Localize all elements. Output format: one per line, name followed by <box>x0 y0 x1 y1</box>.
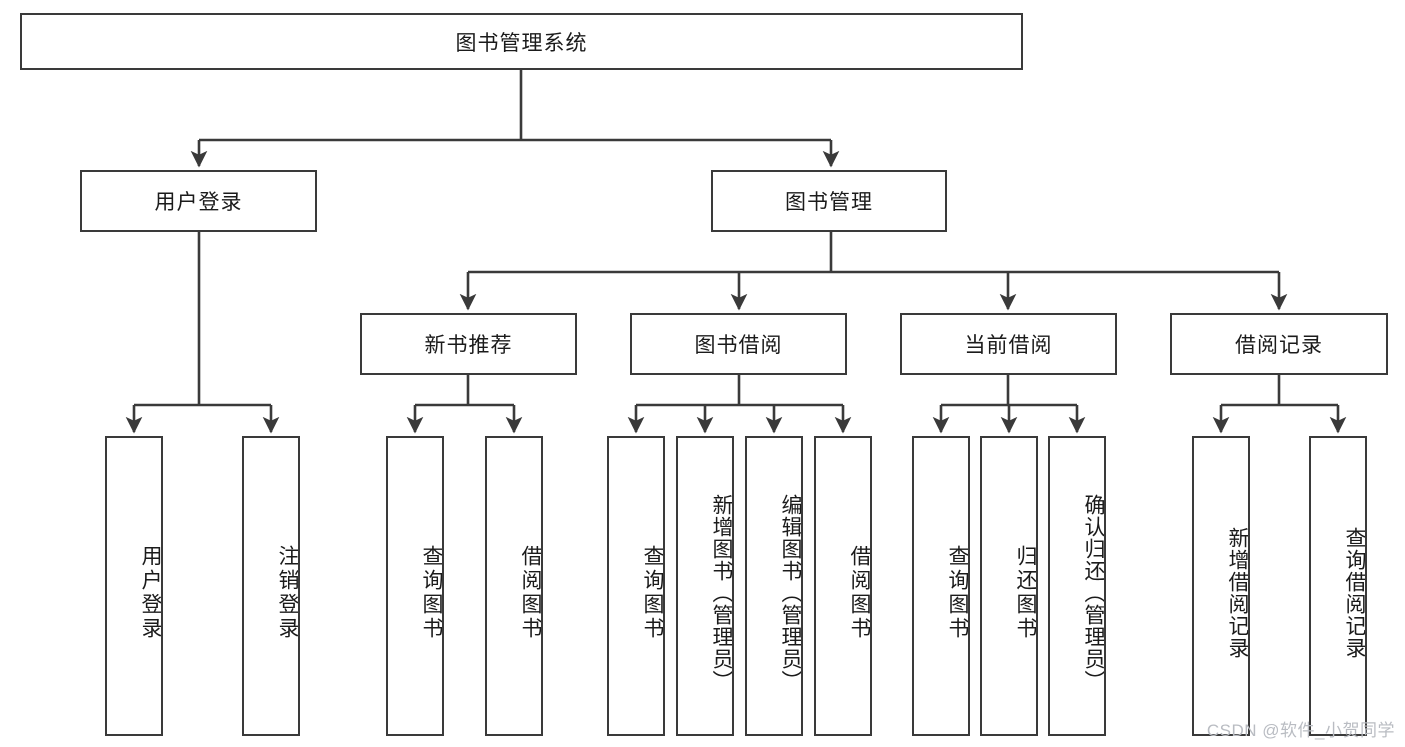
node-book-borrow[interactable]: 图书借阅 <box>630 313 847 375</box>
leaf-user-login-logout[interactable]: 注销登录 <box>242 436 300 736</box>
leaf-label: 归还图书 <box>1014 545 1037 641</box>
leaf-label: 新增图书（管理员） <box>710 494 733 692</box>
leaf-book-borrow-borrow-book[interactable]: 借阅图书 <box>814 436 872 736</box>
node-root-book-management-system[interactable]: 图书管理系统 <box>20 13 1023 70</box>
node-borrow-record[interactable]: 借阅记录 <box>1170 313 1388 375</box>
leaf-label: 编辑图书（管理员） <box>779 494 802 692</box>
node-book-borrow-label: 图书借阅 <box>694 334 783 357</box>
leaf-borrow-record-add-record[interactable]: 新增借阅记录 <box>1192 436 1250 736</box>
leaf-label: 查询图书 <box>420 545 443 641</box>
leaf-user-login-login[interactable]: 用户登录 <box>105 436 163 736</box>
leaf-label: 查询图书 <box>946 545 969 641</box>
leaf-label: 借阅图书 <box>848 545 871 641</box>
node-user-login-label: 用户登录 <box>154 191 243 214</box>
leaf-label: 查询图书 <box>641 545 664 641</box>
leaf-borrow-record-query-record[interactable]: 查询借阅记录 <box>1309 436 1367 736</box>
leaf-label: 查询借阅记录 <box>1343 527 1366 659</box>
node-root-label: 图书管理系统 <box>455 31 588 55</box>
leaf-current-borrow-return-book[interactable]: 归还图书 <box>980 436 1038 736</box>
leaf-book-borrow-edit-book-admin[interactable]: 编辑图书（管理员） <box>745 436 803 736</box>
node-current-borrow-label: 当前借阅 <box>964 334 1053 357</box>
leaf-label: 注销登录 <box>276 545 299 641</box>
leaf-current-borrow-confirm-return-admin[interactable]: 确认归还（管理员） <box>1048 436 1106 736</box>
node-borrow-record-label: 借阅记录 <box>1235 334 1323 357</box>
node-new-book-recommend[interactable]: 新书推荐 <box>360 313 577 375</box>
node-book-management[interactable]: 图书管理 <box>711 170 947 232</box>
leaf-new-book-borrow-book[interactable]: 借阅图书 <box>485 436 543 736</box>
leaf-current-borrow-query-book[interactable]: 查询图书 <box>912 436 970 736</box>
leaf-label: 确认归还（管理员） <box>1082 494 1105 692</box>
leaf-label: 用户登录 <box>139 545 162 641</box>
leaf-book-borrow-add-book-admin[interactable]: 新增图书（管理员） <box>676 436 734 736</box>
leaf-book-borrow-query-book[interactable]: 查询图书 <box>607 436 665 736</box>
node-current-borrow[interactable]: 当前借阅 <box>900 313 1117 375</box>
leaf-label: 借阅图书 <box>519 545 542 641</box>
watermark-text: CSDN @软件_小贺同学 <box>1206 721 1395 740</box>
node-new-book-recommend-label: 新书推荐 <box>424 334 513 357</box>
node-user-login[interactable]: 用户登录 <box>80 170 317 232</box>
leaf-label: 新增借阅记录 <box>1226 527 1249 659</box>
node-book-management-label: 图书管理 <box>785 191 873 214</box>
leaf-new-book-query-book[interactable]: 查询图书 <box>386 436 444 736</box>
